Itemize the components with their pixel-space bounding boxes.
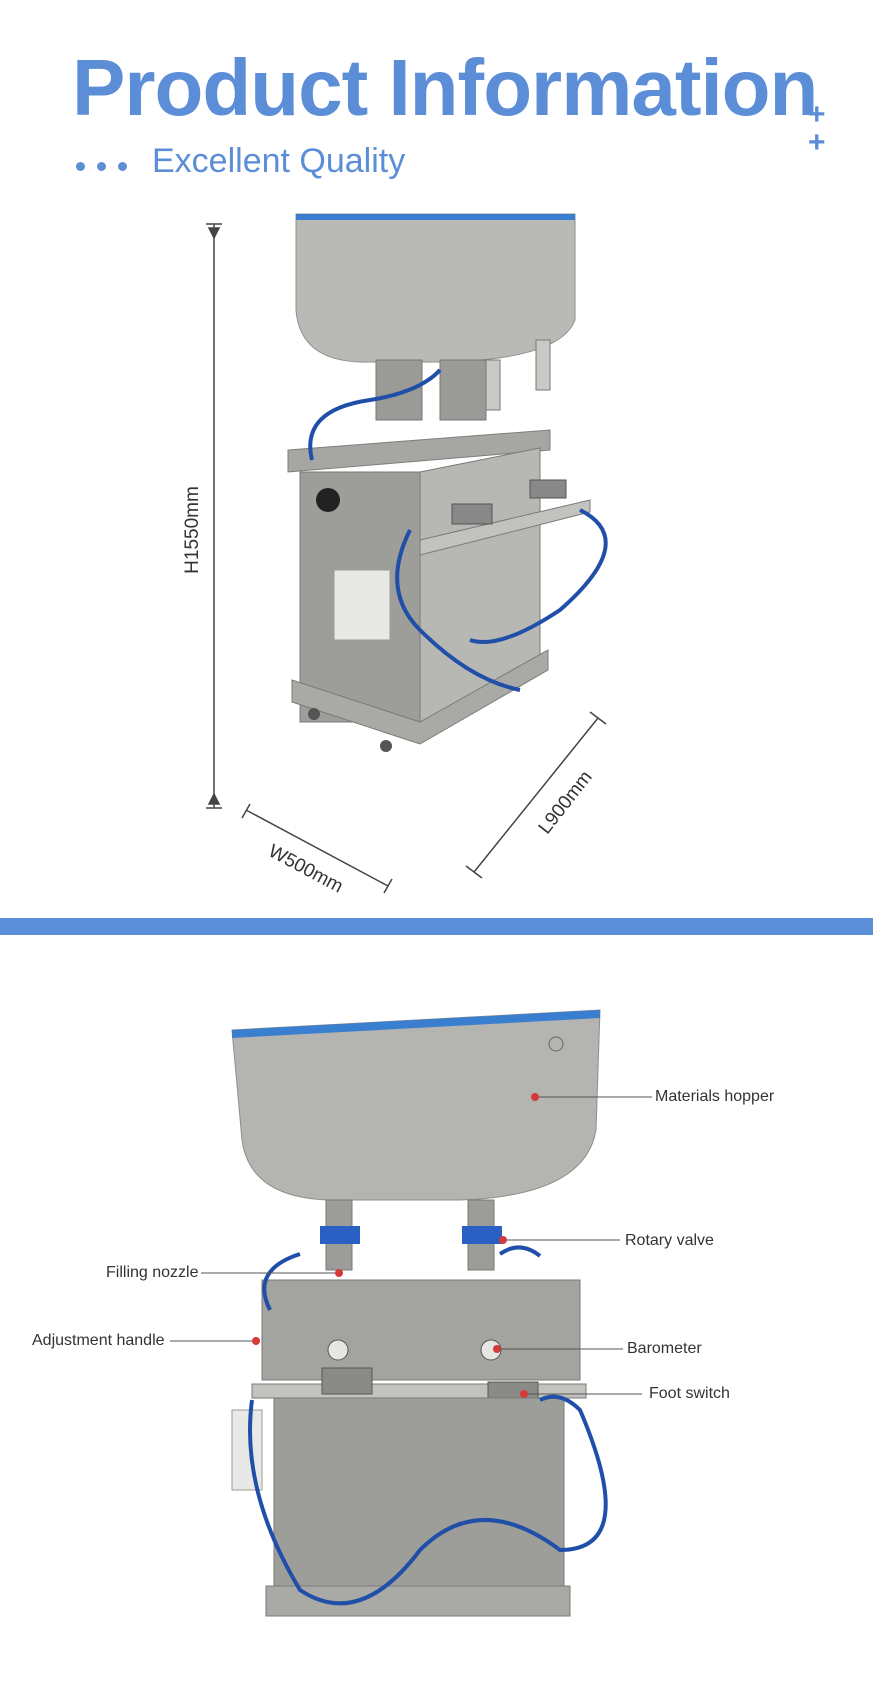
barometer-label: Barometer	[627, 1340, 702, 1357]
plus-icon: +	[808, 126, 826, 159]
filling-machine-front-image	[231, 1009, 608, 1617]
foot-switch-marker	[520, 1390, 642, 1398]
page-subtitle: Excellent Quality	[152, 142, 406, 180]
page-title: Product Information	[72, 43, 818, 132]
width-dimension-line	[241, 803, 393, 894]
width-label: W500mm	[265, 841, 347, 898]
barometer-marker	[493, 1345, 623, 1353]
materials-hopper-label: Materials hopper	[655, 1088, 775, 1105]
length-label: L900mm	[535, 767, 597, 838]
machine-front-illustration	[170, 1009, 652, 1617]
plus-icon: +	[808, 98, 826, 131]
height-dimension-line	[206, 223, 222, 809]
materials-hopper-marker	[531, 1093, 652, 1101]
machine-dimension-illustration: H1550mm W500mm L900mm	[182, 213, 608, 898]
adjustment-handle-marker	[170, 1337, 260, 1345]
section-divider	[0, 918, 873, 935]
height-label: H1550mm	[182, 486, 203, 574]
foot-switch-label: Foot switch	[649, 1385, 730, 1402]
filling-nozzle-marker	[201, 1269, 343, 1277]
rotary-valve-marker	[499, 1236, 620, 1244]
filling-machine-image	[287, 213, 608, 752]
filling-nozzle-label: Filling nozzle	[106, 1264, 199, 1281]
rotary-valve-label: Rotary valve	[625, 1232, 714, 1249]
adjustment-handle-label: Adjustment handle	[32, 1332, 165, 1349]
dots-icon	[76, 158, 139, 176]
length-dimension-line	[465, 711, 607, 879]
